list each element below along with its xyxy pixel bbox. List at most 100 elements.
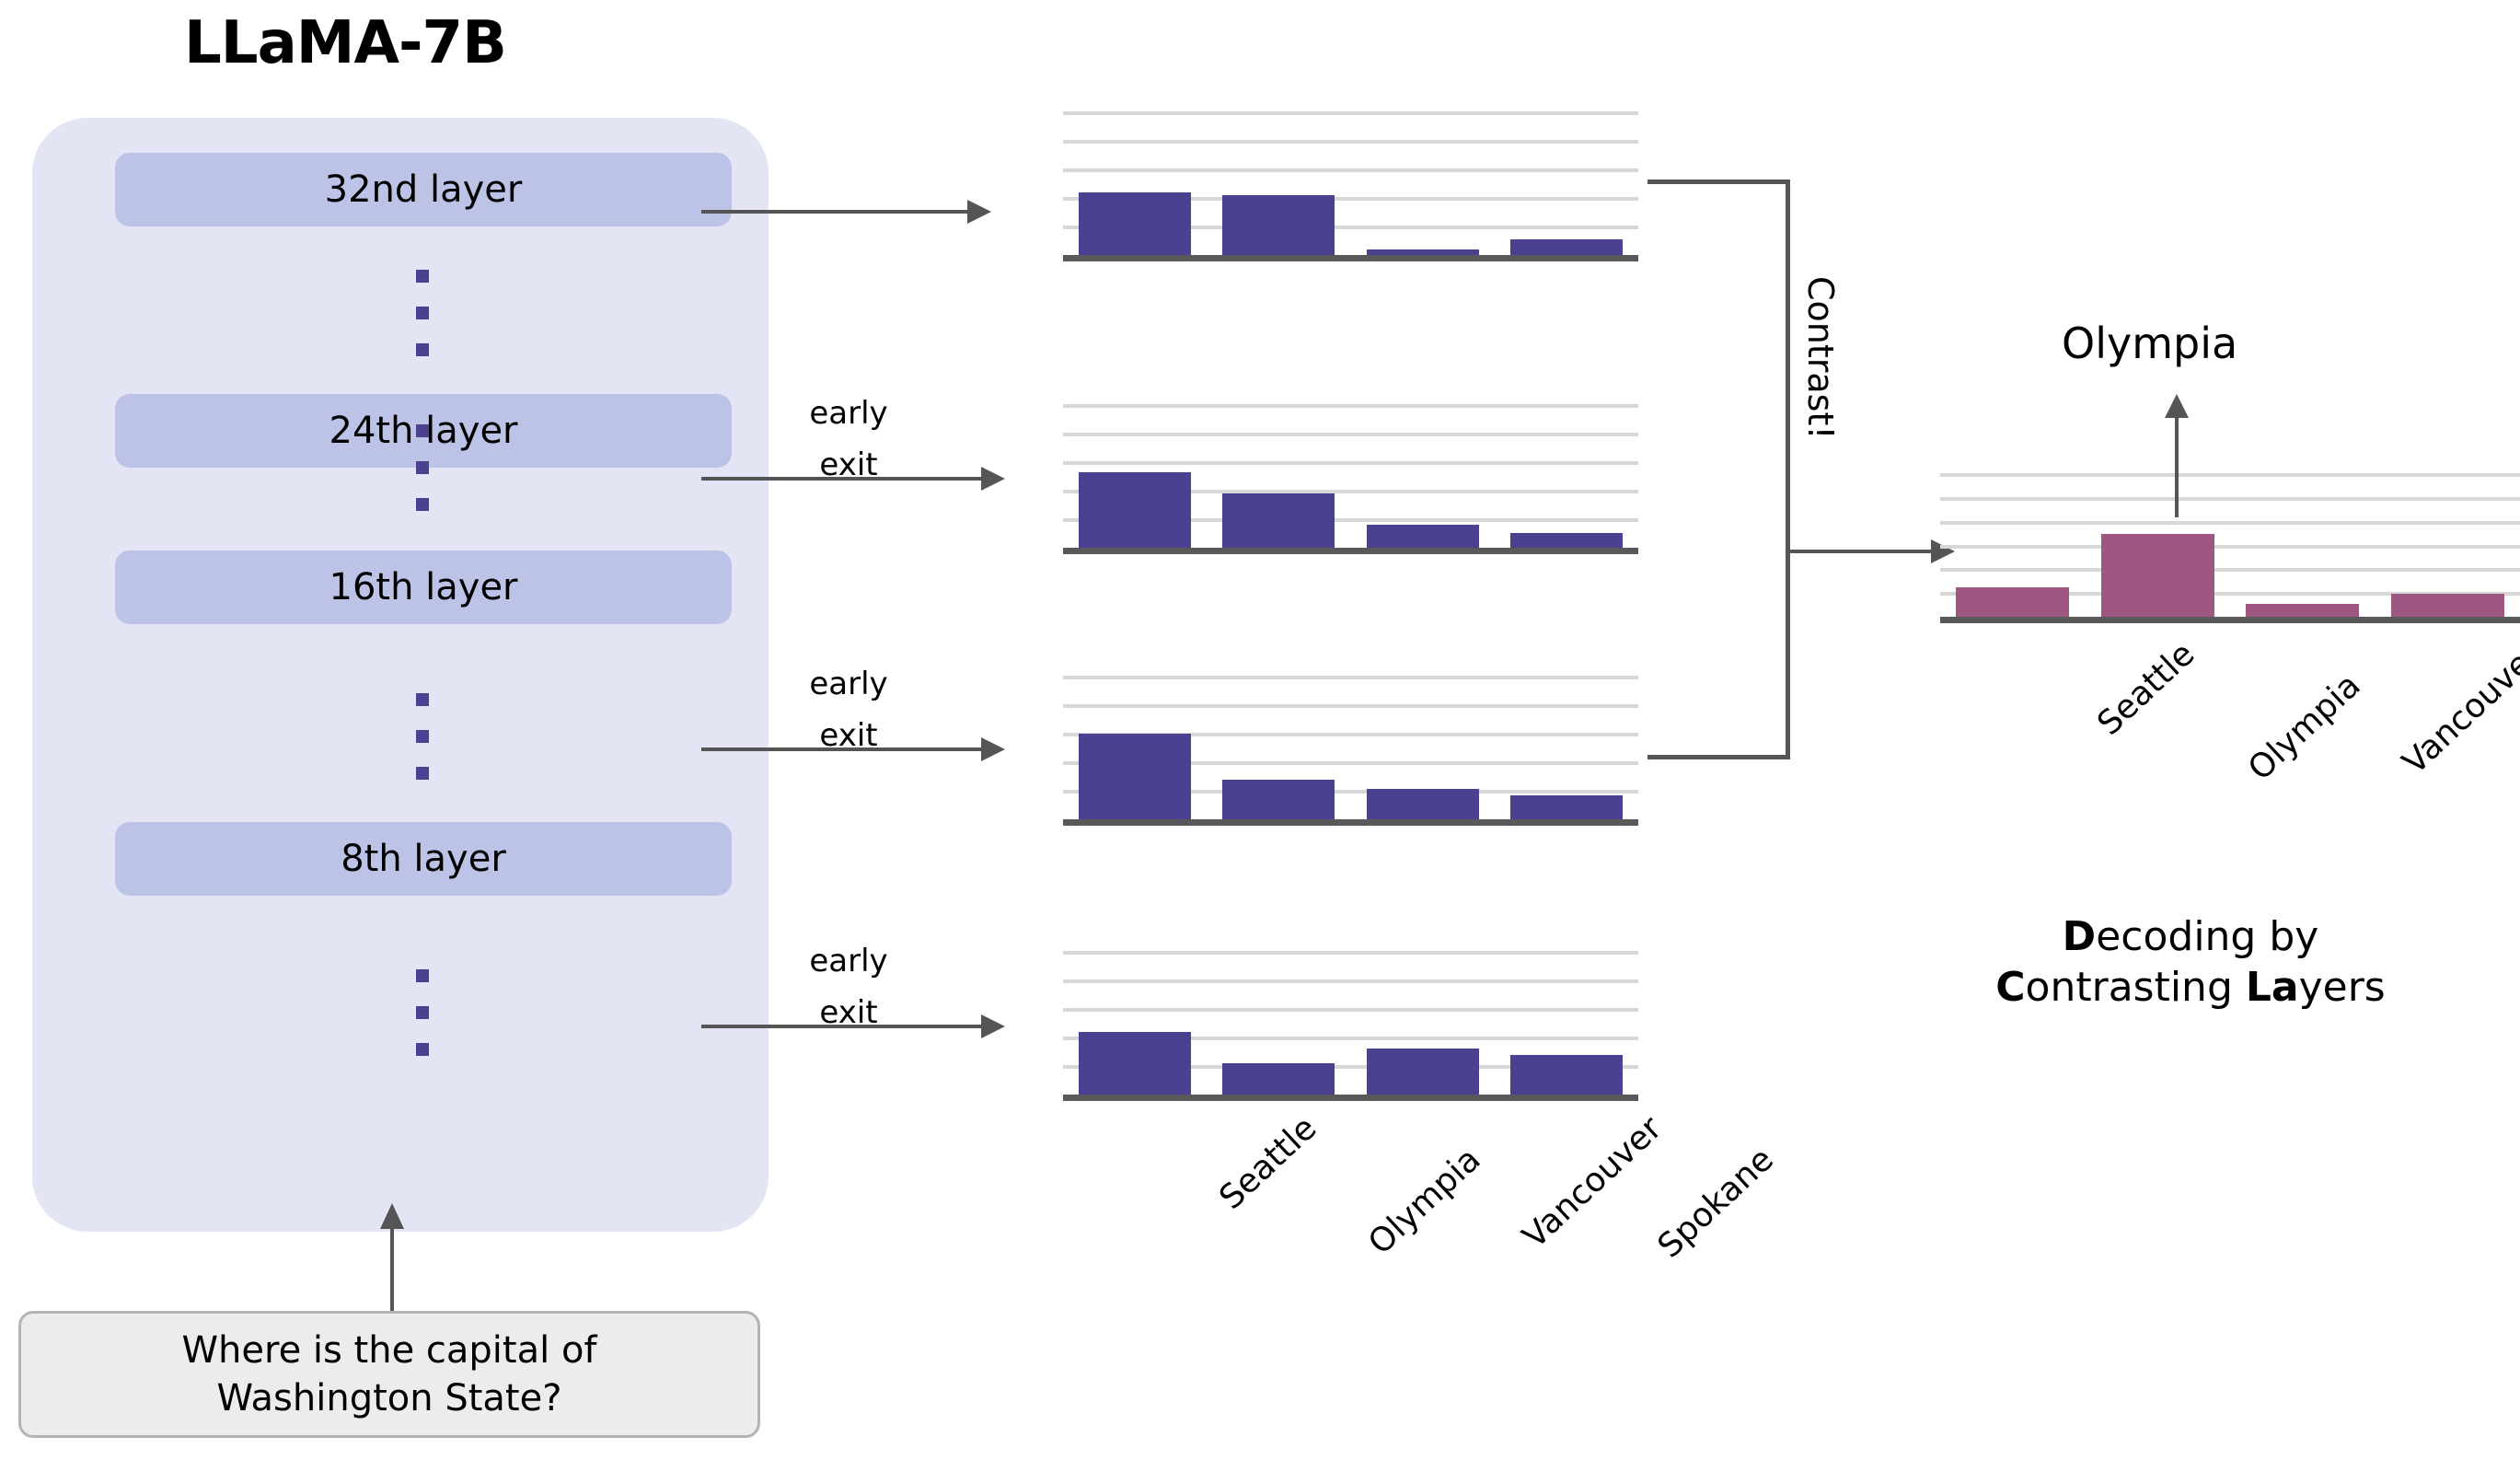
x-axis-line — [1940, 617, 2520, 623]
layer-label: 16th layer — [329, 566, 518, 608]
page-title: LLaMA-7B — [184, 9, 507, 77]
layer-box-8th[interactable]: 8th layer — [115, 822, 732, 896]
tick-label: Seattle — [2090, 635, 2202, 743]
chart-8th-layer — [1063, 951, 1638, 1101]
bar — [1956, 587, 2070, 620]
gridline — [1063, 733, 1638, 736]
dola-line2-d: yers — [2298, 964, 2386, 1011]
tick-label: Olympia — [2240, 666, 2368, 789]
chart-dola-output — [1940, 473, 2520, 623]
early-exit-line1: early — [809, 943, 888, 979]
dola-La: La — [2245, 964, 2299, 1011]
output-arrow-head — [2165, 394, 2189, 418]
bar — [1079, 1031, 1192, 1097]
gridline — [1940, 544, 2520, 549]
vertical-dots-icon — [416, 693, 429, 804]
x-axis-line — [1063, 1095, 1638, 1101]
contrast-label: Contrast! — [1800, 276, 1841, 440]
gridline — [1063, 979, 1638, 983]
dola-line2-b: ontrasting — [2025, 964, 2246, 1011]
gridline — [1063, 197, 1638, 201]
gridline — [1940, 592, 2520, 597]
bar — [1509, 1054, 1623, 1097]
dola-line1-rest: ecoding by — [2096, 913, 2319, 960]
gridline — [1940, 568, 2520, 573]
chart-24th-layer — [1063, 404, 1638, 554]
gridline — [1063, 761, 1638, 765]
bar — [2246, 604, 2360, 620]
chart-16th-layer — [1063, 676, 1638, 826]
prompt-line2: Washington State? — [216, 1377, 562, 1419]
gridline — [1063, 433, 1638, 436]
gridline — [1063, 140, 1638, 144]
gridline — [1063, 790, 1638, 794]
gridline — [1063, 1065, 1638, 1069]
early-exit-line2: exit — [819, 994, 878, 1031]
gridline — [1940, 473, 2520, 477]
llama-layer-stack: 32nd layer 24th layer 16th layer 8th lay… — [32, 118, 769, 1232]
contrast-arrow-line — [1790, 550, 1933, 553]
gridline — [1940, 496, 2520, 501]
tick-label: Vancouver — [1515, 1109, 1670, 1257]
bar — [1509, 238, 1623, 258]
bar — [1222, 493, 1335, 550]
output-word-label: Olympia — [2062, 319, 2238, 368]
early-exit-label-8th: early exit — [766, 945, 931, 1028]
dola-D: D — [2062, 913, 2097, 960]
gridline — [1063, 951, 1638, 955]
prompt-text: Where is the capital of Washington State… — [181, 1327, 596, 1422]
gridline — [1063, 111, 1638, 115]
early-exit-label-24th: early exit — [766, 398, 931, 481]
dola-caption-line1: Decoding by — [1868, 911, 2513, 962]
x-axis-line — [1063, 819, 1638, 826]
bar — [1222, 1062, 1335, 1097]
x-axis-line — [1063, 255, 1638, 261]
gridline — [1063, 1008, 1638, 1012]
gridline — [1063, 518, 1638, 522]
dola-C: C — [1995, 964, 2026, 1011]
bar — [1366, 1049, 1479, 1097]
layer-box-16th[interactable]: 16th layer — [115, 550, 732, 624]
tick-label: Spokane — [1650, 1141, 1781, 1266]
gridline — [1063, 704, 1638, 708]
prompt-line1: Where is the capital of — [181, 1329, 597, 1372]
gridline — [1063, 168, 1638, 172]
output-arrow-line — [2175, 416, 2179, 517]
gridline — [1940, 520, 2520, 525]
gridline — [1063, 676, 1638, 679]
bar — [1509, 533, 1623, 550]
bar — [1079, 471, 1192, 550]
vertical-dots-icon — [416, 270, 429, 380]
gridline — [1063, 490, 1638, 493]
bar — [1079, 191, 1192, 258]
prompt-box[interactable]: Where is the capital of Washington State… — [18, 1311, 760, 1438]
dola-caption-line2: Contrasting Layers — [1868, 962, 2513, 1013]
tick-label: Vancouver — [2396, 635, 2520, 782]
early-exit-line1: early — [809, 666, 888, 702]
bar — [1222, 194, 1335, 258]
gridline — [1063, 404, 1638, 408]
bar — [2390, 593, 2504, 620]
vertical-dots-icon — [416, 424, 429, 535]
contrast-arrow-head — [1931, 539, 1955, 563]
tick-label: Olympia — [1361, 1141, 1488, 1263]
gridline — [1063, 461, 1638, 465]
x-axis-line — [1063, 548, 1638, 554]
bar — [1366, 249, 1479, 258]
tick-label: Seattle — [1212, 1109, 1324, 1217]
bar — [2100, 534, 2214, 620]
prompt-arrow-head — [380, 1203, 404, 1229]
bar — [1509, 794, 1623, 822]
early-exit-line1: early — [809, 395, 888, 432]
gridline — [1063, 226, 1638, 229]
layer-label: 32nd layer — [324, 168, 523, 211]
prompt-arrow-line — [390, 1226, 394, 1311]
early-exit-label-16th: early exit — [766, 668, 931, 751]
layer-box-32nd[interactable]: 32nd layer — [115, 153, 732, 226]
gridline — [1063, 1037, 1638, 1040]
layer-label: 8th layer — [341, 838, 506, 880]
bar — [1222, 779, 1335, 822]
bar — [1366, 789, 1479, 822]
